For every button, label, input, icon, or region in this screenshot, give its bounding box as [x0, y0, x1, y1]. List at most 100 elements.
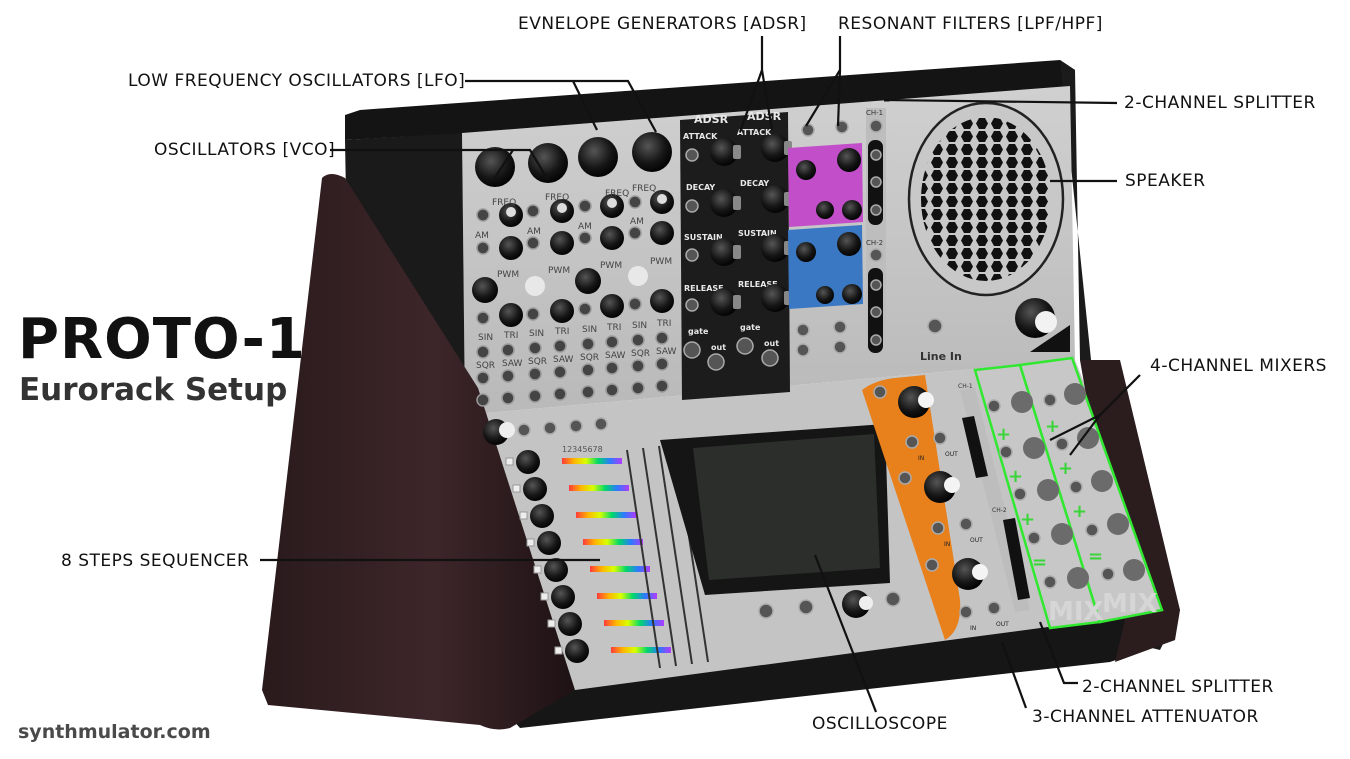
- svg-text:PWM: PWM: [650, 257, 672, 267]
- wood-side-right: [1080, 360, 1180, 662]
- callout-vco: OSCILLATORS [VCO]: [154, 140, 336, 160]
- vco-lfo-modules: FREQ FREQ FREQ FREQ AM AM AM AM PWM PWM …: [472, 132, 677, 407]
- svg-text:out: out: [711, 343, 726, 352]
- mixer-modules: + + + = + + + = MIX MIX: [973, 356, 1164, 630]
- svg-text:SIN: SIN: [478, 333, 493, 343]
- sequencer-step-bar: [562, 458, 622, 464]
- sequencer-step-led: [533, 565, 542, 574]
- svg-text:RELEASE: RELEASE: [684, 284, 724, 293]
- svg-text:AM: AM: [475, 231, 489, 241]
- sequencer-step-knob: [558, 612, 582, 636]
- svg-text:AM: AM: [578, 222, 592, 232]
- svg-text:OUT: OUT: [945, 451, 958, 458]
- svg-text:SIN: SIN: [529, 329, 544, 339]
- callout-attenuator: 3-CHANNEL ATTENUATOR: [1032, 707, 1259, 727]
- callout-sequencer: 8 STEPS SEQUENCER: [61, 551, 250, 571]
- svg-text:gate: gate: [688, 327, 709, 336]
- sequencer-step-knob: [537, 531, 561, 555]
- sequencer-step-led: [512, 484, 521, 493]
- svg-text:MIX: MIX: [1102, 589, 1158, 619]
- sequencer-step-knob: [516, 450, 540, 474]
- svg-text:SAW: SAW: [605, 351, 626, 361]
- svg-text:+: +: [1008, 466, 1023, 487]
- sequencer-step-bar: [611, 647, 671, 653]
- callout-mixers: 4-CHANNEL MIXERS: [1150, 356, 1327, 376]
- svg-text:IN: IN: [918, 455, 924, 462]
- svg-text:SAW: SAW: [502, 359, 523, 369]
- svg-text:Line In: Line In: [920, 350, 962, 363]
- sequencer-step-led: [519, 511, 528, 520]
- sequencer-step-led: [540, 592, 549, 601]
- svg-text:gate: gate: [740, 323, 761, 332]
- callout-resonant-filters: RESONANT FILTERS [LPF/HPF]: [838, 14, 1103, 34]
- oscilloscope-module: [660, 424, 901, 619]
- sequencer-step-knob: [544, 558, 568, 582]
- sequencer-step-led: [526, 538, 535, 547]
- callout-oscilloscope: OSCILLOSCOPE: [812, 714, 948, 734]
- svg-text:FREQ: FREQ: [632, 184, 656, 194]
- callout-splitter-top: 2-CHANNEL SPLITTER: [1124, 93, 1316, 113]
- svg-text:FREQ: FREQ: [492, 198, 516, 208]
- svg-text:PWM: PWM: [600, 261, 622, 271]
- sequencer-step-knob: [551, 585, 575, 609]
- svg-text:SUSTAIN: SUSTAIN: [738, 229, 777, 238]
- case-top-shell: [345, 60, 1075, 140]
- sequencer-step-bar: [576, 512, 636, 518]
- svg-text:+: +: [996, 424, 1011, 445]
- svg-text:SQR: SQR: [528, 357, 547, 367]
- svg-text:PWM: PWM: [497, 270, 519, 280]
- callout-lfo: LOW FREQUENCY OSCILLATORS [LFO]: [128, 71, 466, 91]
- sequencer-step-led: [554, 646, 563, 655]
- callout-envelope-generators: EVNELOPE GENERATORS [ADSR]: [518, 14, 807, 34]
- svg-text:OUT: OUT: [996, 621, 1009, 628]
- svg-text:RELEASE: RELEASE: [738, 280, 778, 289]
- callout-speaker: SPEAKER: [1125, 171, 1206, 191]
- svg-text:out: out: [764, 339, 779, 348]
- wood-side-left: [262, 174, 575, 730]
- page-title: PROTO-1: [18, 307, 306, 372]
- svg-text:OUT: OUT: [970, 537, 983, 544]
- svg-text:ATTACK: ATTACK: [737, 128, 772, 137]
- sequencer-step-bar: [569, 485, 629, 491]
- speaker-module: Line In: [907, 101, 1070, 363]
- sequencer-step-bar: [583, 539, 643, 545]
- svg-text:SAW: SAW: [656, 347, 677, 357]
- adsr-modules: ADSR ADSR ATTACK ATTACK DECAY DECAY SUST…: [680, 110, 792, 400]
- svg-text:ADSR: ADSR: [694, 113, 729, 126]
- case-bottom-lip: [500, 610, 1175, 728]
- svg-text:CH-1: CH-1: [866, 109, 883, 117]
- sequencer-step-bar: [597, 593, 657, 599]
- callout-splitter-bottom: 2-CHANNEL SPLITTER: [1082, 677, 1274, 697]
- svg-text:FREQ: FREQ: [605, 189, 629, 199]
- svg-text:SQR: SQR: [476, 361, 495, 371]
- svg-text:+: +: [1020, 509, 1035, 530]
- svg-text:TRI: TRI: [554, 327, 569, 337]
- svg-text:DECAY: DECAY: [740, 179, 769, 188]
- svg-text:DECAY: DECAY: [686, 183, 715, 192]
- svg-text:ADSR: ADSR: [747, 110, 782, 123]
- svg-text:TRI: TRI: [503, 331, 518, 341]
- sequencer-step-led: [505, 457, 514, 466]
- svg-text:PWM: PWM: [548, 266, 570, 276]
- sequencer-step-knob: [565, 639, 589, 663]
- svg-text:SUSTAIN: SUSTAIN: [684, 233, 723, 242]
- sequencer-step-bar: [604, 620, 664, 626]
- svg-text:MIX: MIX: [1048, 597, 1104, 627]
- svg-text:+: +: [1045, 416, 1060, 437]
- svg-text:AM: AM: [527, 227, 541, 237]
- page-subtitle: Eurorack Setup: [19, 372, 288, 408]
- svg-text:FREQ: FREQ: [545, 193, 569, 203]
- svg-text:=: =: [1088, 546, 1103, 567]
- svg-text:12345678: 12345678: [562, 445, 603, 454]
- svg-text:+: +: [1072, 501, 1087, 522]
- svg-text:SIN: SIN: [632, 321, 647, 331]
- svg-text:ATTACK: ATTACK: [683, 132, 718, 141]
- splitter-bottom-module: CH-1 CH-2: [958, 383, 1030, 612]
- svg-text:AM: AM: [630, 217, 644, 227]
- sequencer-step-bar: [590, 566, 650, 572]
- svg-text:=: =: [1032, 552, 1047, 573]
- svg-text:CH-2: CH-2: [866, 239, 883, 247]
- svg-text:CH-2: CH-2: [992, 507, 1007, 514]
